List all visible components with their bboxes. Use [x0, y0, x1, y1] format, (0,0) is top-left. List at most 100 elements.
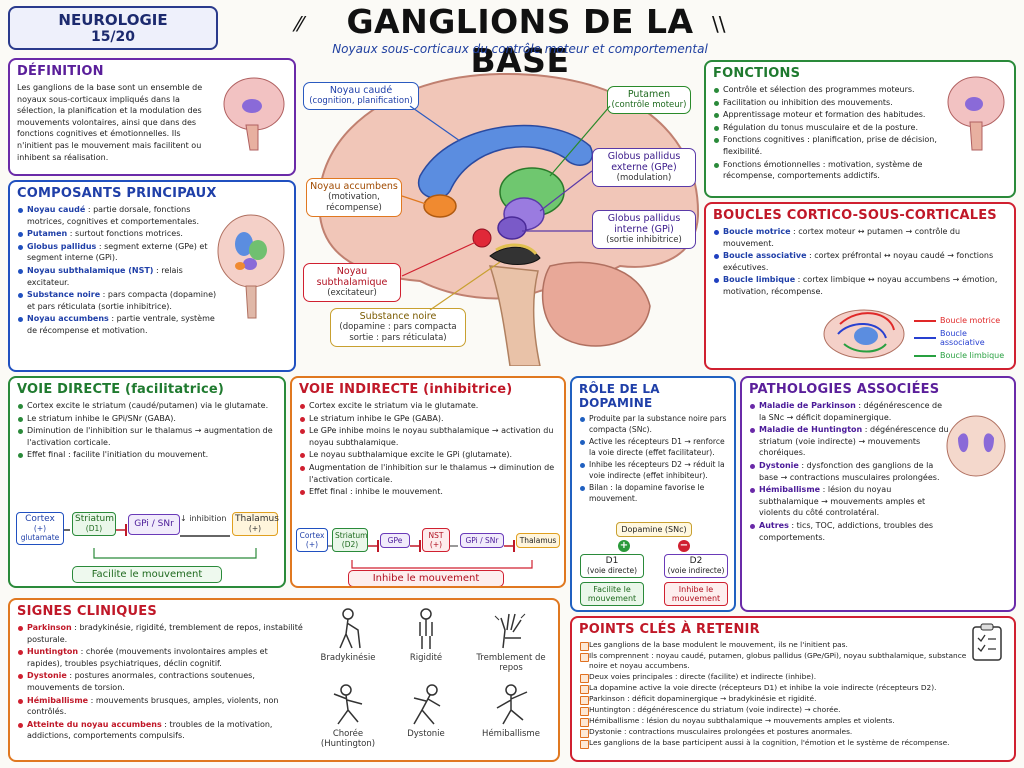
page-title: GANGLIONS DE LA BASE [346, 2, 694, 80]
direct-arrows [64, 524, 257, 559]
list-item: Le noyau subthalamique excite le GPi (gl… [299, 449, 557, 461]
list-item: Noyau subthalamique (NST) : relais excit… [17, 265, 222, 288]
list-item: Huntington : dégénérescence du striatum … [579, 705, 969, 716]
tremor-hand-icon [494, 613, 526, 649]
indirect-heading: VOIE INDIRECTE (inhibitrice) [299, 382, 513, 397]
key-points-panel: POINTS CLÉS À RETENIR Les ganglions de l… [570, 616, 1016, 762]
item-key: Atteinte du noyau accumbens [27, 719, 162, 729]
item-key: Noyau caudé [27, 205, 86, 214]
components-heading: COMPOSANTS PRINCIPAUX [17, 186, 217, 201]
indirect-node-nst: NST(+) [422, 528, 450, 552]
dopamine-panel: RÔLE DE LA DOPAMINE Produite par la subs… [570, 376, 736, 612]
loops-brain-icon [823, 309, 905, 359]
label-caudate-sub: (cognition, planification) [309, 96, 413, 106]
legend-swatch [914, 319, 936, 322]
label-substantia-nigra: Substance noire(dopamine : pars compacta… [330, 308, 466, 347]
list-item: Substance noire : pars compacta (dopamin… [17, 289, 222, 312]
label-nst: Noyau subthalamique(excitateur) [303, 263, 401, 302]
fig-tremor: Tremblement de repos [472, 608, 550, 673]
brain-coronal-icon [946, 415, 1006, 477]
direct-node-cortex: Cortex(+) glutamate [16, 512, 64, 545]
label-sn-name: Substance noire [359, 311, 437, 322]
indirect-thalamus-label: Thalamus [519, 536, 557, 545]
page-subtitle: Noyaux sous-corticaux du contrôle moteur… [332, 42, 708, 56]
title-sparkle-right: \\ [712, 12, 726, 36]
direct-striatum-sub: (D1) [85, 524, 103, 533]
list-item: La dopamine active la voie directe (réce… [579, 683, 969, 694]
clinical-list: Parkinson : bradykinésie, rigidité, trem… [17, 622, 305, 742]
label-gpe-name: Globus pallidus externe (GPe) [607, 151, 681, 173]
list-item: Fonctions cognitives : planification, pr… [713, 134, 961, 157]
list-item: Le striatum inhibe le GPi/SNr (GABA). [17, 413, 277, 425]
item-text: : partie ventrale, système de récompense… [27, 314, 215, 335]
item-text: : cortex limbique ↔ noyau accumbens → ém… [723, 275, 998, 296]
dystonia-figure-icon [413, 684, 441, 725]
label-gpi-sub: (sortie inhibitrice) [606, 235, 682, 245]
indirect-node-striatum: Striatum(D2) [332, 528, 368, 552]
item-text: : partie dorsale, fonctions motrices, co… [27, 205, 199, 226]
brainstem-shape [488, 265, 541, 366]
list-item: Augmentation de l'inhibition sur le thal… [299, 462, 557, 485]
list-item: Produite par la substance noire pars com… [579, 413, 727, 435]
list-item: Noyau accumbens : partie ventrale, systè… [17, 313, 222, 336]
legend-label: Boucle associative [939, 329, 985, 347]
indirect-gpe-label: GPe [387, 536, 403, 545]
label-putamen-sub: (contrôle moteur) [611, 100, 687, 110]
functions-heading: FONCTIONS [713, 66, 801, 81]
label-accumbens: Noyau accumbens(motivation, récompense) [306, 178, 402, 217]
list-item: Deux voies principales : directe (facili… [579, 672, 969, 683]
list-item: Le striatum inhibe le GPe (GABA). [299, 413, 557, 425]
list-item: Boucle limbique : cortex limbique ↔ noya… [713, 274, 1009, 297]
indirect-gpi-label: GPi / SNr [465, 536, 499, 545]
definition-text: Les ganglions de la base sont un ensembl… [17, 83, 203, 162]
key-points-list: Les ganglions de la base modulent le mou… [579, 640, 969, 749]
indirect-cortex-label: Cortex [299, 531, 325, 540]
list-item: Diminution de l'inhibition sur le thalam… [17, 425, 277, 448]
direct-inhibition-label: ↓ inhibition [180, 514, 227, 523]
legend-label: Boucle limbique [940, 351, 1005, 360]
fig-bradykinesia: Bradykinésie [316, 608, 380, 663]
indirect-node-cortex: Cortex(+) [296, 528, 328, 552]
direct-cortex-label: Cortex [25, 514, 55, 524]
fig-rigidity: Rigidité [394, 608, 458, 663]
label-nst-name: Noyau subthalamique [316, 266, 388, 288]
direct-node-gpi: GPi / SNr [128, 514, 180, 535]
dopamine-list: Produite par la substance noire pars com… [579, 413, 727, 504]
list-item: Inhibe les récepteurs D2 → réduit la voi… [579, 459, 727, 481]
dopamine-plus-icon: + [618, 540, 630, 552]
item-text: : chorée (mouvements involontaires ample… [27, 647, 268, 668]
key-points-heading: POINTS CLÉS À RETENIR [579, 622, 760, 637]
indirect-striatum-label: Striatum [335, 531, 368, 540]
direct-node-striatum: Striatum(D1) [72, 512, 116, 536]
list-item: Huntington : chorée (mouvements involont… [17, 646, 305, 669]
direct-heading: VOIE DIRECTE (facilitatrice) [17, 382, 225, 397]
dopamine-heading: RÔLE DE LA DOPAMINE [579, 382, 660, 410]
list-item: Les ganglions de la base modulent le mou… [579, 640, 969, 651]
direct-thalamus-sub: (+) [248, 524, 262, 533]
rigidity-caption: Rigidité [409, 653, 443, 663]
clinical-signs-panel: SIGNES CLINIQUES Parkinson : bradykinési… [8, 598, 560, 762]
fig-chorea: Chorée (Huntington) [316, 684, 380, 749]
item-key: Hémiballisme [759, 485, 821, 495]
item-text: : dégénérescence de la SNc → déficit dop… [759, 401, 943, 422]
list-item: Globus pallidus : segment externe (GPe) … [17, 241, 222, 264]
item-key: Globus pallidus [27, 241, 97, 251]
list-item: Dystonie : contractions musculaires prol… [579, 727, 969, 738]
clipboard-icon [972, 623, 1002, 661]
tremor-caption: Tremblement de repos [476, 653, 546, 673]
nst-shape [472, 228, 492, 248]
list-item: Parkinson : déficit dopaminergique → bra… [579, 694, 969, 705]
hemiballism-figure-icon [496, 684, 528, 725]
item-text: : surtout fonctions motrices. [67, 229, 183, 239]
cerebellum-shape [541, 261, 651, 347]
label-caudate: Noyau caudé(cognition, planification) [303, 82, 419, 110]
title-sparkle-left: ⁄⁄ [296, 12, 303, 36]
item-key: Maladie de Huntington [759, 425, 863, 435]
direct-node-thalamus: Thalamus(+) [232, 512, 279, 536]
direct-list: Cortex excite le striatum (caudé/putamen… [17, 400, 277, 461]
item-text: : cortex préfrontal ↔ noyau caudé → fonc… [723, 251, 994, 272]
item-key: Boucle associative [723, 251, 807, 261]
badge-line1: NEUROLOGIE [58, 11, 168, 29]
list-item: Effet final : inhibe le mouvement. [299, 486, 557, 498]
label-gpe: Globus pallidus externe (GPe)(modulation… [592, 148, 696, 187]
